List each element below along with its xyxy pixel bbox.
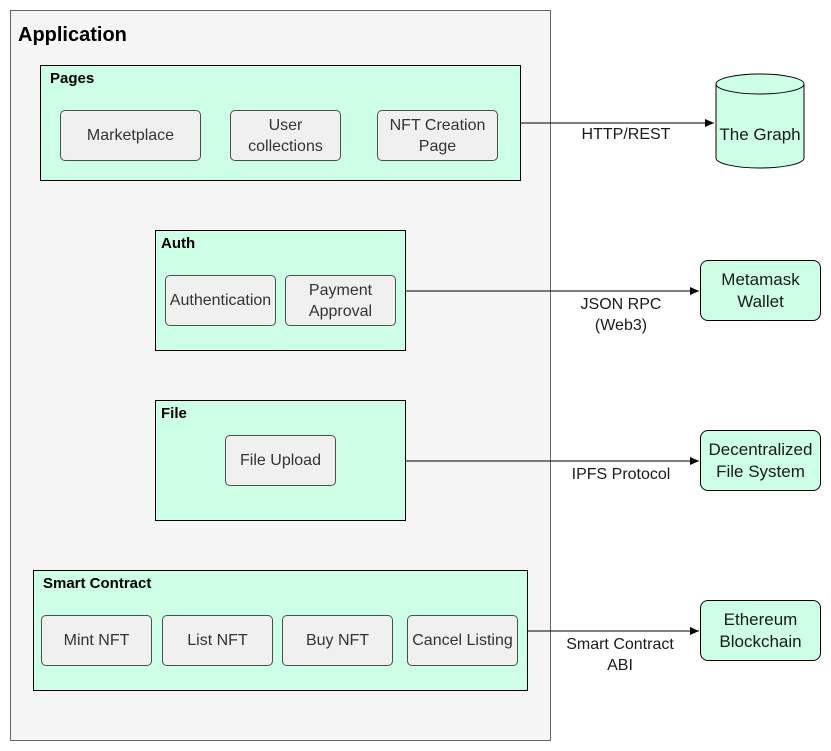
file-upload-component: File Upload [225,435,336,486]
nft-creation-page-component: NFT Creation Page [377,110,498,161]
http-rest-label: HTTP/REST [570,124,682,145]
pages-group-title: Pages [50,70,95,87]
ethereum-blockchain-node: Ethereum Blockchain [700,600,821,661]
application-title: Application [18,24,127,46]
the-graph-database-icon [715,73,805,169]
file-group-title: File [161,405,187,422]
cancel-listing-component: Cancel Listing [407,615,518,666]
marketplace-component: Marketplace [60,110,201,161]
list-nft-component: List NFT [162,615,273,666]
user-collections-component: User collections [230,110,341,161]
authentication-component: Authentication [165,275,276,326]
auth-group-title: Auth [161,235,196,252]
json-rpc-label: JSON RPC (Web3) [566,294,676,336]
smart-contract-abi-label: Smart Contract ABI [555,634,685,676]
decentralized-file-system-node: Decentralized File System [700,430,821,491]
payment-approval-component: Payment Approval [285,275,396,326]
the-graph-label: The Graph [719,125,801,144]
smart-contract-group-title: Smart Contract [43,575,152,592]
mint-nft-component: Mint NFT [41,615,152,666]
ipfs-protocol-label: IPFS Protocol [560,464,682,485]
metamask-wallet-node: Metamask Wallet [700,260,821,321]
buy-nft-component: Buy NFT [282,615,393,666]
